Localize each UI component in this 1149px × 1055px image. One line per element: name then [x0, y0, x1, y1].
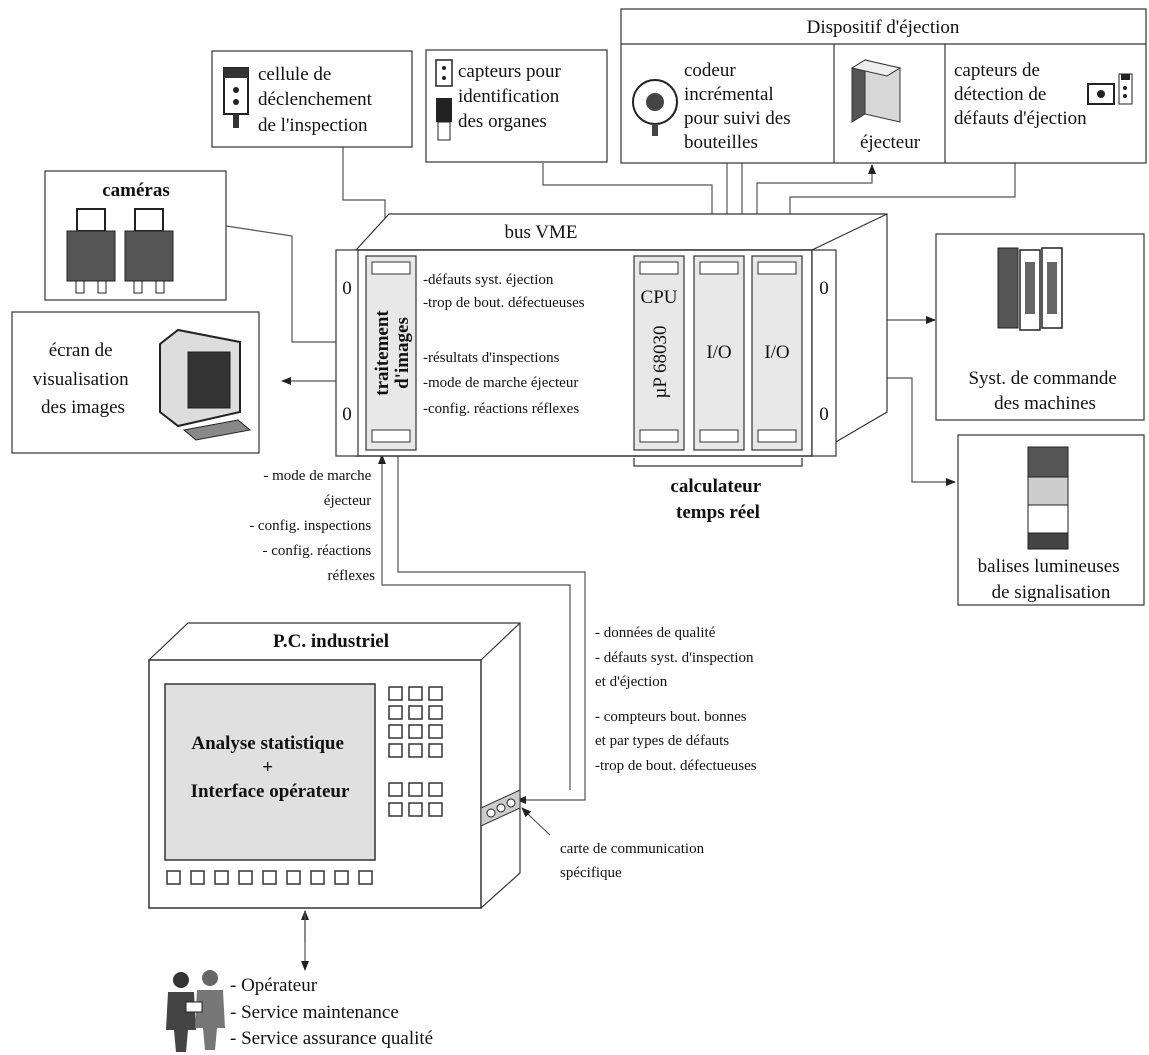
ejection-defect-sensors-label: capteurs de détection de défauts d'éject… [954, 60, 1087, 129]
users-icon [166, 970, 225, 1052]
trigger-cell: cellule de déclenchement de l'inspection [211, 50, 413, 148]
camera-icon [66, 208, 116, 294]
encoder-icon [632, 79, 678, 136]
ejection-device: Dispositif d'éjection codeur incrémental… [620, 8, 1147, 164]
image-processing-label-2: d'images [392, 317, 413, 389]
bus-vme-label: bus VME [504, 222, 577, 243]
messages-to-cpu: -résultats d'inspections -mode de marche… [423, 350, 582, 417]
cameras: caméras [44, 170, 227, 301]
control-cabinet-icon [997, 247, 1063, 331]
beacon-light-icon [1027, 446, 1069, 550]
ejection-device-title: Dispositif d'éjection [807, 17, 960, 38]
messages-to-image-card: -défauts syst. éjection -trop de bout. d… [423, 272, 585, 311]
ejection-sensor-icon [1087, 73, 1133, 105]
pc-keypad [166, 686, 443, 885]
industrial-pc: P.C. industriel Analyse statistique + In… [148, 622, 521, 909]
svg-text:0: 0 [342, 278, 352, 299]
pc-screen [164, 683, 376, 861]
photocell-icon [223, 67, 249, 128]
io-label-2: I/O [764, 342, 789, 363]
svg-text:0: 0 [819, 278, 829, 299]
pc-screen-text: Analyse statistique + Interface opérateu… [191, 733, 350, 802]
monitor-icon [159, 328, 252, 441]
cameras-label: caméras [102, 180, 170, 201]
rack-to-pc-messages: - données de qualité - défauts syst. d'i… [595, 625, 757, 774]
identification-sensors: capteurs pour identification des organes [425, 49, 608, 163]
industrial-pc-title: P.C. industriel [273, 631, 389, 652]
ejector-label: éjecteur [860, 132, 921, 153]
trigger-cell-label: cellule de déclenchement de l'inspection [258, 64, 377, 136]
real-time-computer-label: calculateur temps réel [670, 476, 765, 523]
users-list: - Opérateur - Service maintenance - Serv… [230, 975, 433, 1049]
identification-sensors-label: capteurs pour identification des organes [458, 61, 566, 132]
pc-to-rack-messages: - mode de marche éjecteur - config. insp… [249, 468, 375, 584]
svg-text:0: 0 [819, 404, 829, 425]
image-processing-card: traitement d'images [365, 255, 417, 451]
image-processing-label: traitement [372, 310, 393, 396]
display-screen: écran de visualisation des images [11, 311, 260, 454]
cpu-card: CPU µP 68030 [633, 255, 685, 451]
io-card-1: I/O [693, 255, 745, 451]
io-label-1: I/O [706, 342, 731, 363]
display-screen-label: écran de visualisation des images [33, 340, 134, 418]
svg-text:0: 0 [342, 404, 352, 425]
sensor-icon [435, 59, 453, 141]
communication-card-slot [480, 789, 521, 827]
machine-control-system: Syst. de commande des machines [935, 233, 1145, 421]
encoder-label: codeur incrémental pour suivi des boutei… [684, 60, 795, 153]
communication-card-label: carte de communication spécifique [560, 841, 708, 881]
io-card-2: I/O [751, 255, 803, 451]
ejector-icon [850, 59, 902, 123]
signal-beacons: balises lumineuses de signalisation [957, 434, 1145, 606]
machine-control-label: Syst. de commande des machines [968, 368, 1121, 414]
vme-rack: bus VME 0 0 0 0 traitement d'images -déf… [335, 213, 888, 523]
cpu-model-label: µP 68030 [650, 325, 671, 398]
signal-beacons-label: balises lumineuses de signalisation [978, 556, 1125, 603]
camera-icon [124, 208, 174, 294]
cpu-label: CPU [641, 287, 678, 308]
